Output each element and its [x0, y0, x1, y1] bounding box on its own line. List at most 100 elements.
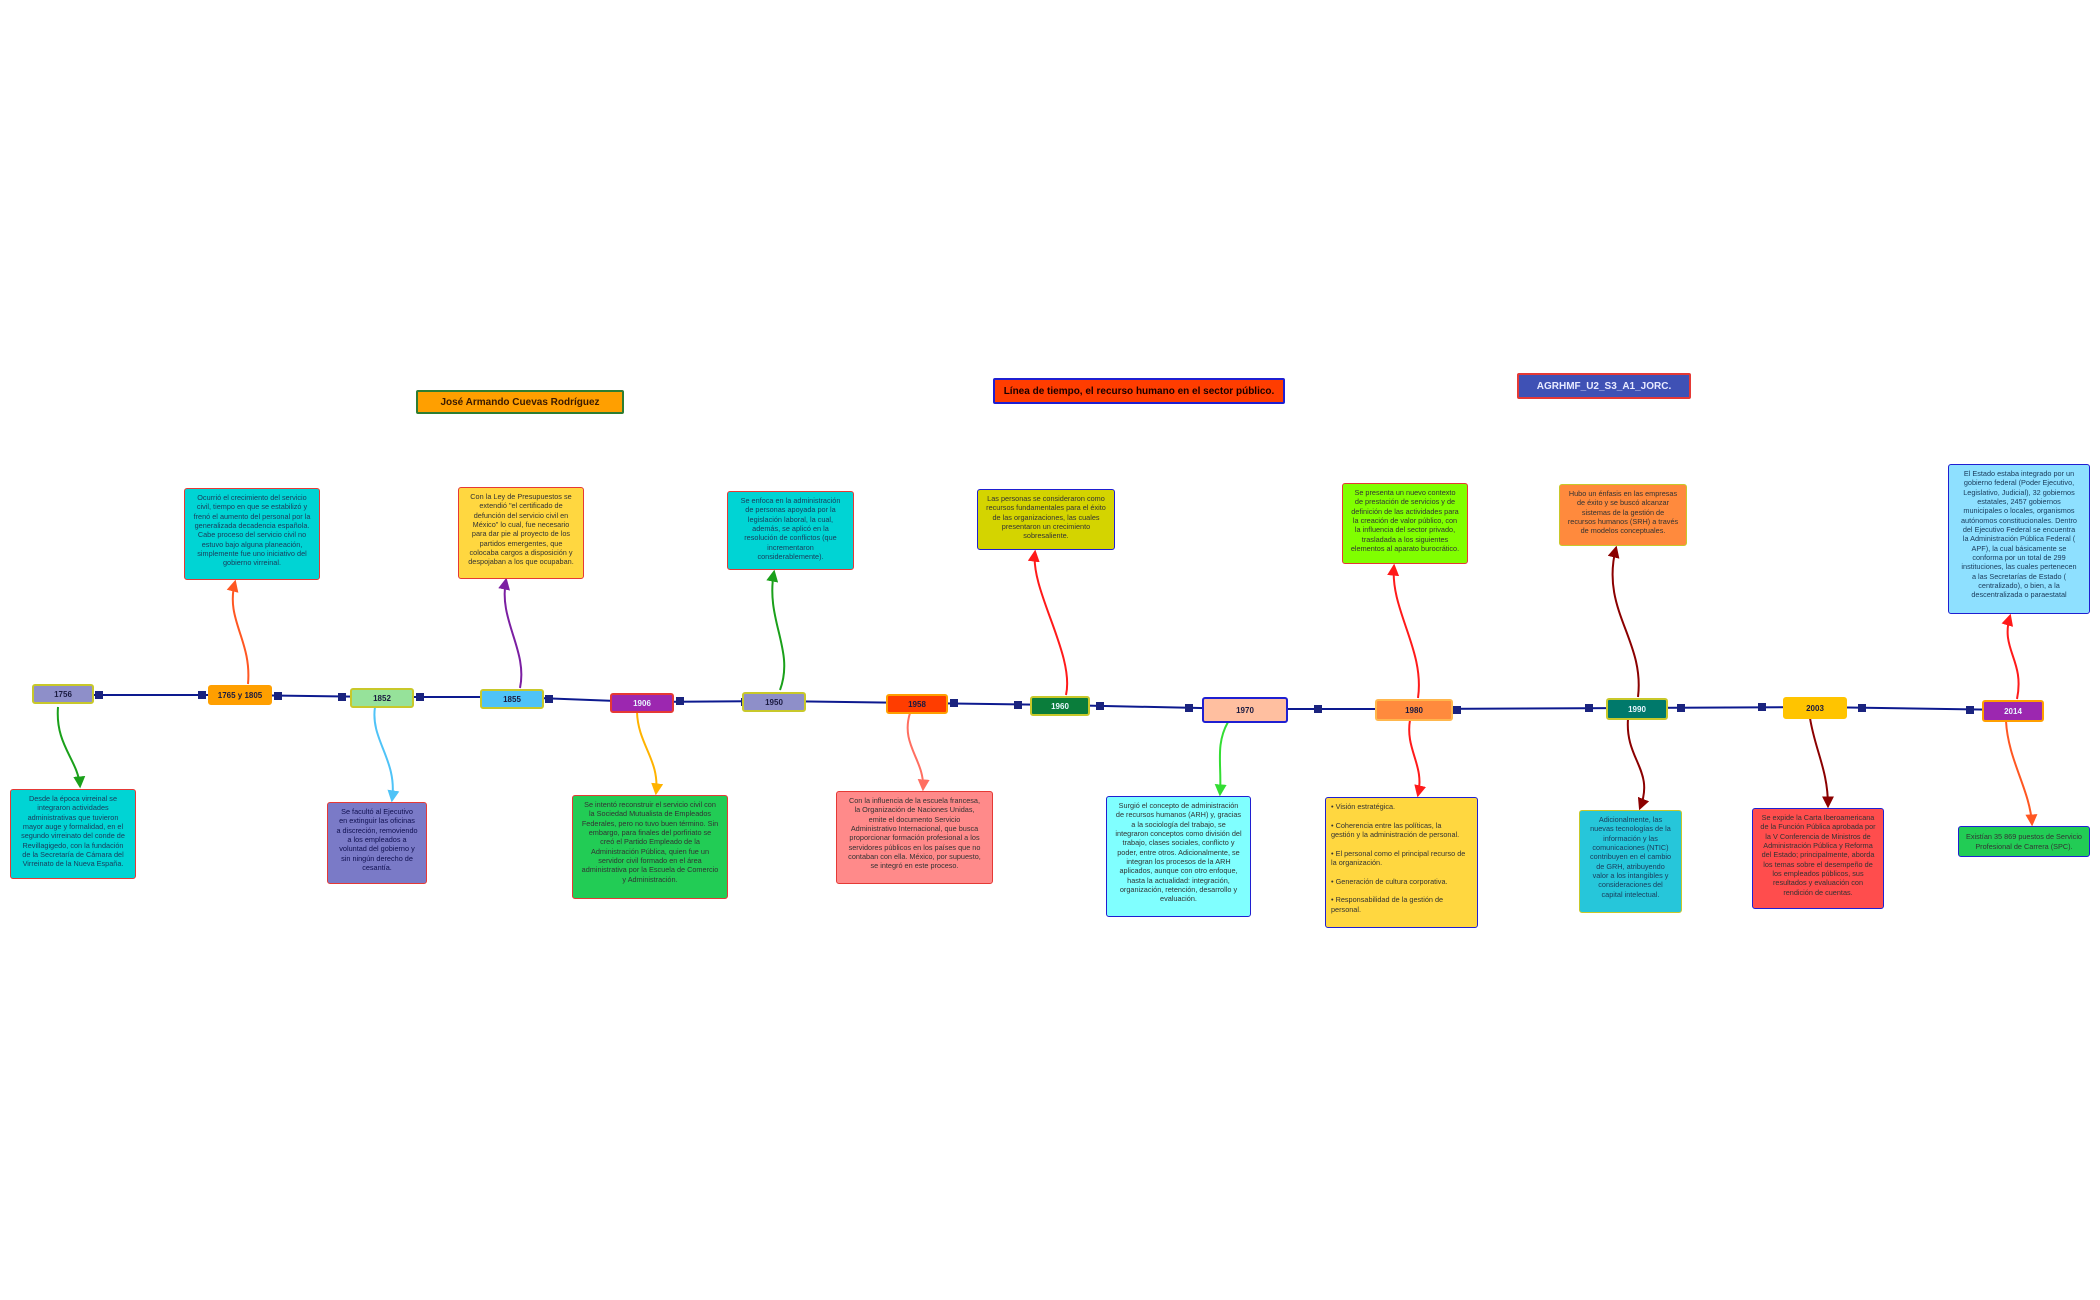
year-label: 1765 y 1805 [217, 690, 263, 700]
year-node-12[interactable]: 2014 [1982, 700, 2044, 722]
note-text: Con la influencia de la escuela francesa… [848, 796, 981, 871]
axis-connector-square[interactable] [1585, 704, 1593, 712]
year-node-6[interactable]: 1958 [886, 694, 948, 714]
axis-connector-square[interactable] [1677, 704, 1685, 712]
note-text: Se presenta un nuevo contexto de prestac… [1350, 488, 1460, 553]
year-node-2[interactable]: 1852 [350, 688, 414, 708]
axis-connector-square[interactable] [416, 693, 424, 701]
note-n1906[interactable]: Se intentó reconstruir el servicio civil… [572, 795, 728, 899]
year-node-0[interactable]: 1756 [32, 684, 94, 704]
year-label: 2003 [1806, 703, 1824, 713]
axis-connector-square[interactable] [1014, 701, 1022, 709]
note-n1852[interactable]: Se facultó al Ejecutivo en extinguir las… [327, 802, 427, 884]
timeline-title: Línea de tiempo, el recurso humano en el… [1003, 385, 1275, 397]
connector-n1958 [906, 712, 930, 792]
axis-connector-square[interactable] [338, 693, 346, 701]
connector-n1980b [1408, 719, 1427, 798]
year-node-11[interactable]: 2003 [1783, 697, 1847, 719]
note-text: Se enfoca en la administración de person… [740, 496, 841, 561]
year-label: 1990 [1628, 704, 1646, 714]
note-n1990b[interactable]: Adicionalmente, las nuevas tecnologías d… [1579, 810, 1682, 913]
title-box[interactable]: Línea de tiempo, el recurso humano en el… [993, 378, 1285, 404]
note-text: Existían 35 869 puestos de Servicio Prof… [1965, 832, 2082, 851]
year-node-3[interactable]: 1855 [480, 689, 544, 709]
year-label: 1960 [1051, 701, 1069, 711]
connector-n2003 [1809, 717, 1834, 809]
axis-connector-square[interactable] [1185, 704, 1193, 712]
connector-n2014a [2001, 613, 2020, 700]
note-text: Surgió el concepto de administración de … [1115, 801, 1242, 904]
connector-n1970 [1214, 721, 1229, 797]
year-label: 1906 [633, 698, 651, 708]
note-text: Se intentó reconstruir el servicio civil… [581, 800, 719, 884]
note-n1765[interactable]: Ocurrió el crecimiento del servicio civi… [184, 488, 320, 580]
note-text: El Estado estaba integrado por un gobier… [1960, 469, 2077, 600]
author-name: José Armando Cuevas Rodríguez [440, 396, 600, 408]
note-n1980b[interactable]: • Visión estratégica. • Coherencia entre… [1325, 797, 1478, 928]
year-node-4[interactable]: 1906 [610, 693, 674, 713]
axis-connector-square[interactable] [1758, 703, 1766, 711]
year-label: 2014 [2004, 706, 2022, 716]
code-box[interactable]: AGRHMF_U2_S3_A1_JORC. [1517, 373, 1691, 399]
year-node-1[interactable]: 1765 y 1805 [208, 685, 272, 705]
connector-n2014b [2005, 720, 2038, 827]
connector-n1980a [1387, 563, 1420, 699]
note-n1950[interactable]: Se enfoca en la administración de person… [727, 491, 854, 570]
note-text: Se expide la Carta Iberoamericana de la … [1760, 813, 1876, 897]
year-node-7[interactable]: 1960 [1030, 696, 1090, 716]
note-text: • Visión estratégica. • Coherencia entre… [1331, 802, 1466, 914]
connector-n1990a [1607, 545, 1640, 698]
axis-connector-square[interactable] [198, 691, 206, 699]
author-box[interactable]: José Armando Cuevas Rodríguez [416, 390, 624, 414]
connector-n1950 [766, 569, 786, 691]
note-n1855[interactable]: Con la Ley de Presupuestos se extendió "… [458, 487, 584, 579]
year-label: 1756 [54, 689, 72, 699]
connector-n1906 [636, 711, 664, 796]
year-label: 1980 [1405, 705, 1423, 715]
year-label: 1855 [503, 694, 521, 704]
note-n1958[interactable]: Con la influencia de la escuela francesa… [836, 791, 993, 884]
note-n2014a[interactable]: El Estado estaba integrado por un gobier… [1948, 464, 2090, 614]
connector-n1852 [373, 706, 400, 803]
note-n1980a[interactable]: Se presenta un nuevo contexto de prestac… [1342, 483, 1468, 564]
note-n1756[interactable]: Desde la época virreinal se integraron a… [10, 789, 136, 879]
axis-connector-square[interactable] [1314, 705, 1322, 713]
axis-connector-square[interactable] [274, 692, 282, 700]
activity-code: AGRHMF_U2_S3_A1_JORC. [1536, 380, 1672, 392]
connector-n1960 [1027, 549, 1069, 696]
note-text: Desde la época virreinal se integraron a… [21, 794, 125, 869]
year-label: 1950 [765, 697, 783, 707]
connector-n1756 [56, 706, 86, 789]
axis-connector-square[interactable] [95, 691, 103, 699]
note-n1970[interactable]: Surgió el concepto de administración de … [1106, 796, 1251, 917]
axis-connector-square[interactable] [950, 699, 958, 707]
note-n1960[interactable]: Las personas se consideraron como recurs… [977, 489, 1115, 550]
connector-n1765 [226, 579, 250, 685]
note-n2014b[interactable]: Existían 35 869 puestos de Servicio Prof… [1958, 826, 2090, 857]
note-text: Ocurrió el crecimiento del servicio civi… [193, 493, 311, 568]
axis-connector-square[interactable] [1858, 704, 1866, 712]
note-text: Se facultó al Ejecutivo en extinguir las… [336, 807, 418, 872]
year-label: 1958 [908, 699, 926, 709]
note-text: Las personas se consideraron como recurs… [986, 494, 1106, 541]
note-text: Adicionalmente, las nuevas tecnologías d… [1589, 815, 1672, 899]
axis-connector-square[interactable] [1966, 706, 1974, 714]
year-label: 1970 [1236, 705, 1254, 715]
year-node-9[interactable]: 1980 [1375, 699, 1453, 721]
note-n1990a[interactable]: Hubo un énfasis en las empresas de éxito… [1559, 484, 1687, 546]
year-node-10[interactable]: 1990 [1606, 698, 1668, 720]
axis-connector-square[interactable] [1096, 702, 1104, 710]
year-node-8[interactable]: 1970 [1202, 697, 1288, 723]
note-text: Hubo un énfasis en las empresas de éxito… [1567, 489, 1679, 536]
axis-connector-square[interactable] [1453, 706, 1461, 714]
connector-n1855 [498, 577, 523, 689]
axis-connector-square[interactable] [676, 697, 684, 705]
year-node-5[interactable]: 1950 [742, 692, 806, 712]
axis-connector-square[interactable] [545, 695, 553, 703]
note-n2003[interactable]: Se expide la Carta Iberoamericana de la … [1752, 808, 1884, 909]
note-text: Con la Ley de Presupuestos se extendió "… [468, 492, 574, 567]
connector-n1990b [1626, 718, 1650, 811]
year-label: 1852 [373, 693, 391, 703]
